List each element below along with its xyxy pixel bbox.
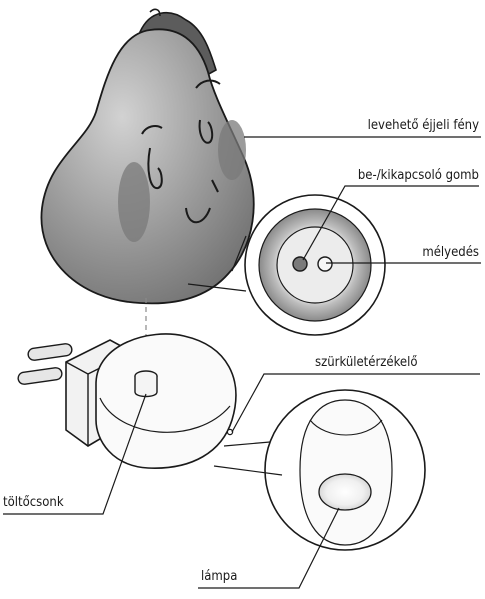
pear-night-light — [41, 9, 253, 303]
label-recess: mélyedés — [422, 245, 479, 261]
pear-cheek-left — [118, 162, 150, 242]
dusk-sensor-dot — [227, 429, 232, 434]
pear-cheek-right — [218, 120, 246, 180]
recess-dot — [318, 257, 332, 271]
label-power-button: be-/kikapcsoló gomb — [358, 168, 479, 184]
plug-pin-bottom — [17, 367, 62, 385]
lamp-detail — [214, 390, 425, 550]
lamp-lens — [319, 474, 371, 510]
label-charging-socket: töltőcsonk — [3, 495, 64, 511]
plug-pin-top — [27, 343, 72, 361]
label-night-light: levehető éjjeli fény — [368, 118, 479, 134]
label-dusk-sensor: szürkületérzékelő — [315, 355, 418, 371]
power-button-dot — [293, 257, 307, 271]
label-lamp: lámpa — [201, 569, 237, 585]
